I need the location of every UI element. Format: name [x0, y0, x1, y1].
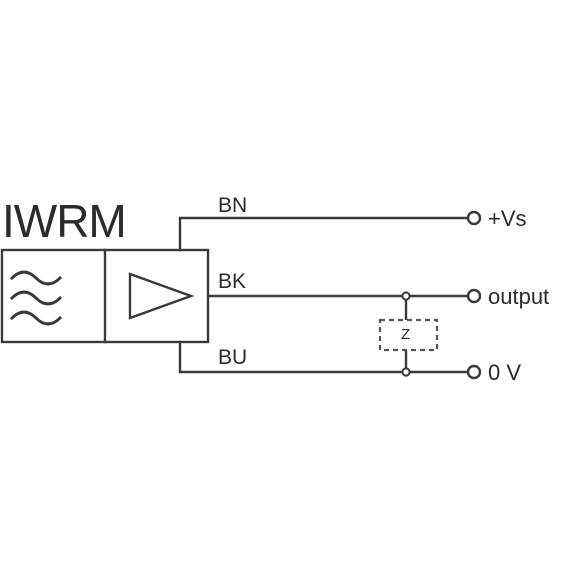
terminal-output-label: output: [488, 284, 550, 309]
junction-dot-icon: [401, 367, 411, 377]
load-box: [378, 318, 439, 352]
wire-bk-label: BK: [218, 270, 247, 293]
terminal-vs-label: +Vs: [488, 206, 527, 231]
wire-bu: [178, 340, 470, 374]
load-label: Z: [401, 326, 411, 343]
device-name: IWRM: [2, 195, 127, 247]
junction-dot-icon: [401, 291, 411, 301]
terminal-0v-label: 0 V: [488, 360, 522, 385]
wire-bn-label: BN: [218, 194, 248, 217]
amplifier-triangle-icon: [128, 272, 195, 320]
wire-bn: [178, 216, 470, 252]
wire-bu-label: BU: [218, 346, 248, 369]
terminal-vs-icon: [466, 210, 482, 226]
terminal-0v-icon: [466, 364, 482, 380]
wave-symbol-icon: [9, 270, 63, 326]
terminal-output-icon: [466, 288, 482, 304]
